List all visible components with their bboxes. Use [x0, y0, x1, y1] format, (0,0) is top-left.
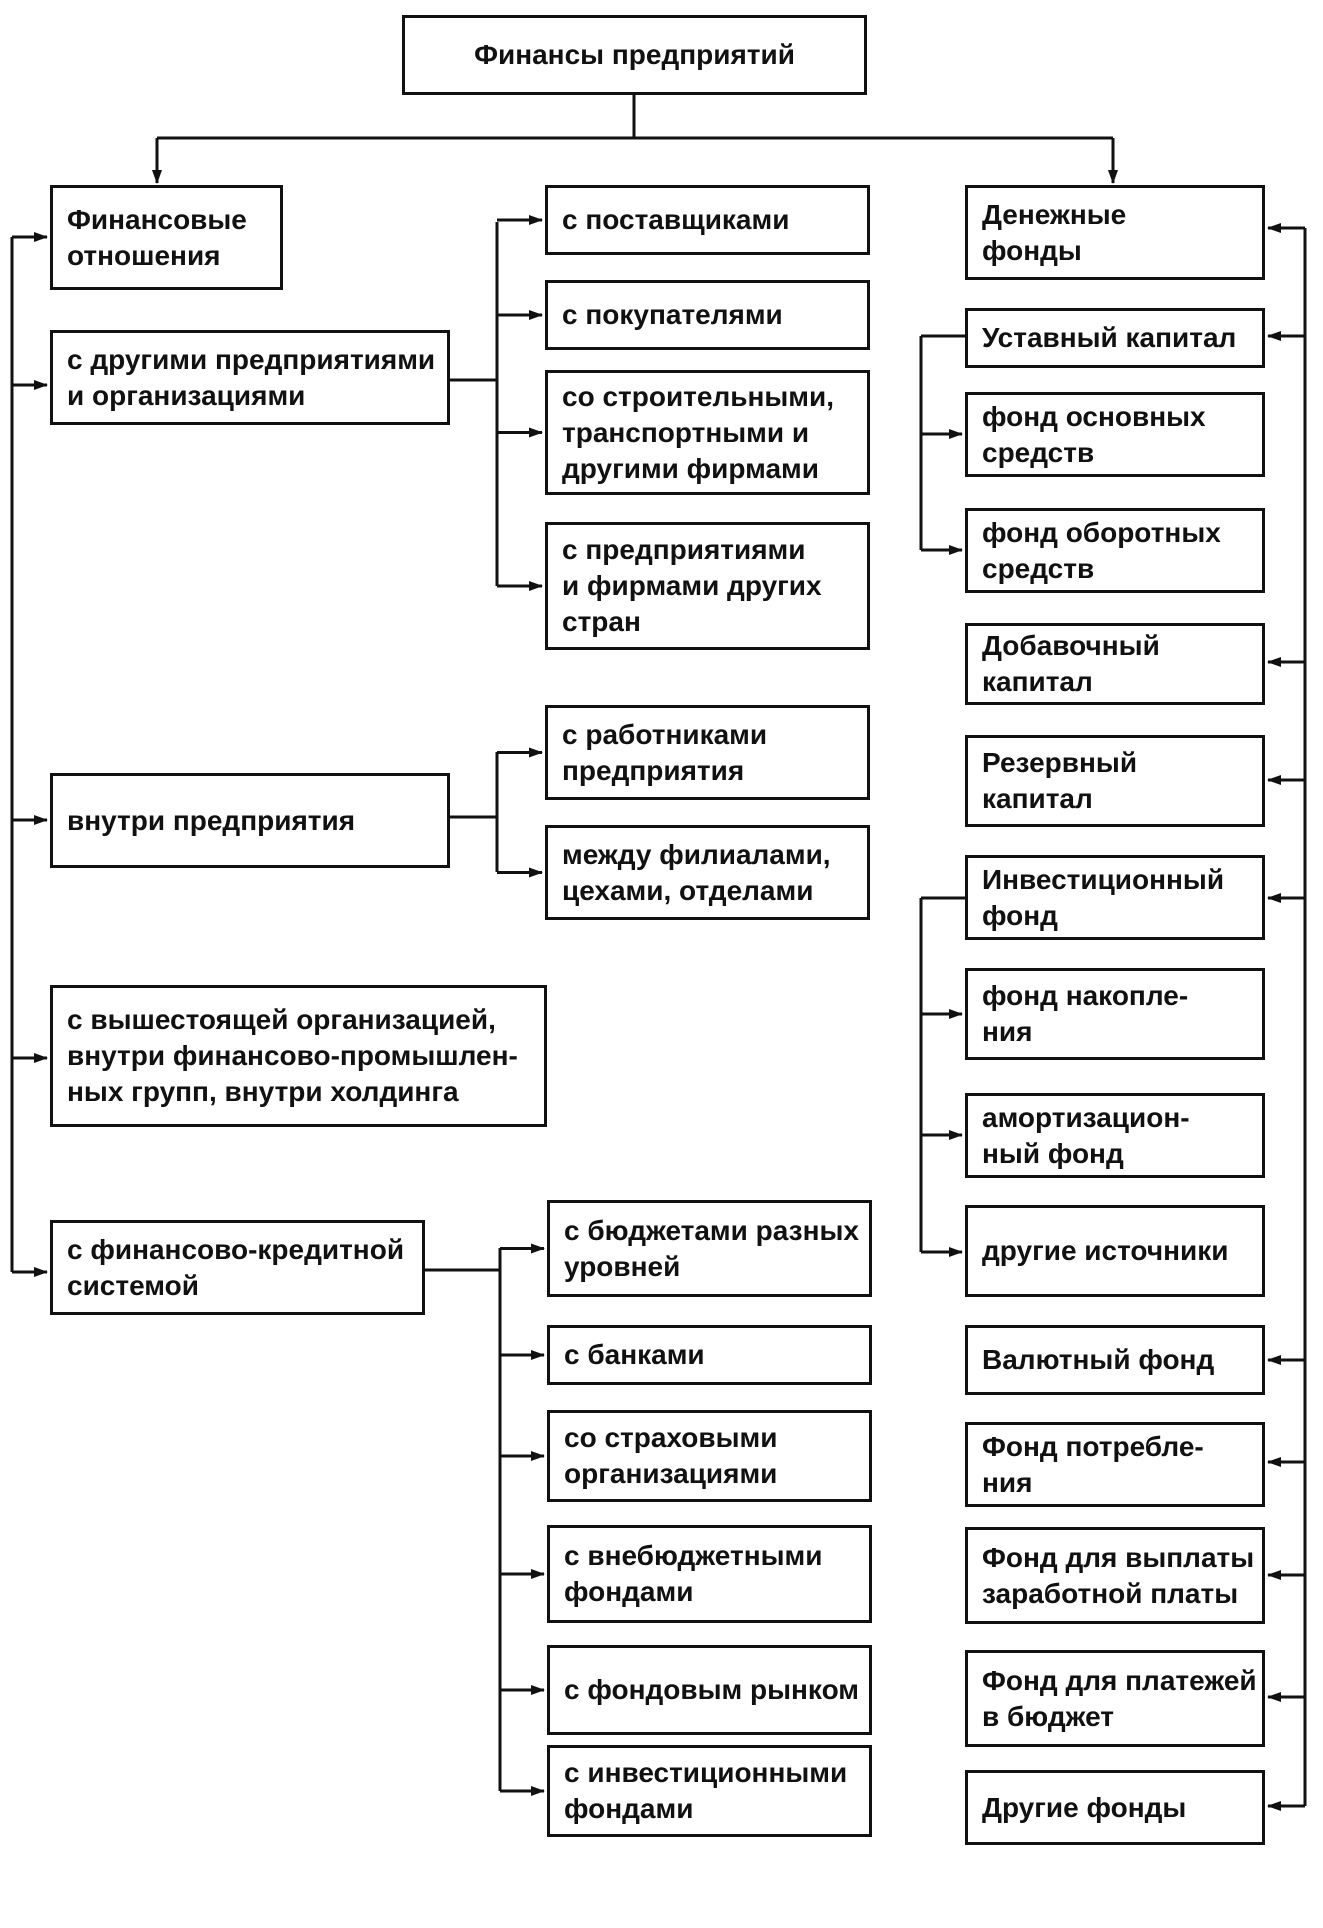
- rel-financial-item-line: фондами: [564, 1793, 694, 1824]
- fund-charter-line: Уставный капитал: [982, 322, 1237, 353]
- fund-investment-sub-line: ния: [982, 1016, 1033, 1047]
- fund-other: Фонд потребле-ния: [965, 1422, 1265, 1507]
- fund-other: Другие фонды: [965, 1770, 1265, 1845]
- fund-investment: Инвестиционный фонд: [965, 855, 1265, 940]
- fund-charter-sub-line: средств: [982, 552, 1095, 584]
- rel-enterprises-item-line: с предприятиями: [562, 534, 806, 565]
- rel-internal-line: внутри предприятия: [67, 804, 356, 836]
- fund-reserve: Резервный капитал: [965, 735, 1265, 827]
- fund-other: Фонд для платежей в бюджет: [965, 1650, 1265, 1747]
- rel-internal-item-line: предприятия: [562, 754, 745, 786]
- relations-title: Финансовые отношения: [50, 185, 283, 290]
- rel-internal-item-line: цехами, отделами: [562, 874, 814, 906]
- relations-title-line: отношения: [67, 239, 221, 271]
- rel-internal-item: между филиалами, цехами, отделами: [545, 825, 870, 920]
- fund-charter: Уставный капитал: [965, 308, 1265, 368]
- rel-higher-line: с вышестоящей организацией,: [67, 1004, 496, 1035]
- funds-title-line: фонды: [982, 234, 1082, 266]
- fund-other-line: Фонд для выплаты: [982, 1541, 1255, 1573]
- rel-enterprises-item-line: транспортными и: [562, 416, 810, 448]
- rel-enterprises-item: с предприятиями и фирмами других стран: [545, 522, 870, 650]
- rel-higher: с вышестоящей организацией, внутри финанс…: [50, 985, 547, 1127]
- fund-charter-sub: фонд основных средств: [965, 392, 1265, 477]
- rel-financial-item: с инвестиционными фондами: [547, 1745, 872, 1837]
- fund-charter-sub: фонд оборотных средств: [965, 508, 1265, 593]
- rel-enterprises-item: со строительными, транспортными и другими …: [545, 370, 870, 495]
- fund-investment-line: Инвестиционный: [982, 863, 1225, 895]
- rel-enterprises-item-line: другими фирмами: [562, 452, 819, 484]
- root-box-line: Финансы предприятий: [474, 39, 795, 70]
- rel-financial-item: с банками: [547, 1325, 872, 1385]
- fund-other-line: Фонд потребле-: [982, 1430, 1204, 1462]
- rel-internal: внутри предприятия: [50, 773, 450, 868]
- rel-internal-item-line: с работниками: [562, 718, 768, 750]
- funds-title: Денежные фонды: [965, 185, 1265, 280]
- rel-enterprises-item: с покупателями: [545, 280, 870, 350]
- rel-higher-line: ных групп, внутри холдинга: [67, 1076, 459, 1107]
- fund-other-line: ния: [982, 1466, 1033, 1498]
- rel-enterprises-item-line: с поставщиками: [562, 204, 790, 235]
- rel-financial-item-line: уровней: [564, 1250, 681, 1282]
- fund-charter-sub-line: фонд основных: [982, 400, 1206, 432]
- fund-investment-sub: фонд накопле-ния: [965, 968, 1265, 1060]
- rel-financial-line: с финансово-кредитной: [67, 1233, 405, 1265]
- fund-charter-sub-line: фонд оборотных: [982, 516, 1221, 548]
- rel-enterprises-line: и организациями: [67, 379, 306, 411]
- fund-investment-sub-line: ный фонд: [982, 1137, 1124, 1169]
- fund-other-line: Фонд для платежей: [982, 1664, 1257, 1696]
- fund-charter-sub-line: средств: [982, 436, 1095, 468]
- rel-financial-item-line: с фондовым рынком: [564, 1674, 860, 1705]
- rel-financial-item-line: фондами: [564, 1576, 694, 1607]
- rel-financial-item-line: со страховыми: [564, 1422, 778, 1453]
- fund-investment-sub: амортизацион-ный фонд: [965, 1093, 1265, 1178]
- rel-internal-item-line: между филиалами,: [562, 838, 831, 870]
- rel-enterprises: с другими предприятиями и организациями: [50, 330, 450, 425]
- rel-financial-item: со страховыми организациями: [547, 1410, 872, 1502]
- fund-reserve-line: Резервный: [982, 747, 1138, 778]
- rel-enterprises-line: с другими предприятиями: [67, 343, 436, 375]
- fund-reserve-line: капитал: [982, 783, 1093, 814]
- fund-additional: Добавочный капитал: [965, 623, 1265, 705]
- rel-financial-item: с бюджетами разных уровней: [547, 1200, 872, 1297]
- fund-other-line: в бюджет: [982, 1700, 1115, 1732]
- root-box: Финансы предприятий: [402, 15, 867, 95]
- fund-investment-sub-line: фонд накопле-: [982, 980, 1189, 1011]
- fund-other-line: заработной платы: [982, 1577, 1239, 1609]
- rel-financial-item-line: с внебюджетными: [564, 1540, 823, 1571]
- fund-other: Валютный фонд: [965, 1325, 1265, 1395]
- fund-investment-line: фонд: [982, 899, 1058, 931]
- rel-financial: с финансово-кредитной системой: [50, 1220, 425, 1315]
- rel-enterprises-item-line: стран: [562, 606, 641, 637]
- relations-title-line: Финансовые: [67, 203, 247, 235]
- fund-other: Фонд для выплаты заработной платы: [965, 1527, 1265, 1624]
- fund-other-line: Валютный фонд: [982, 1344, 1215, 1375]
- rel-financial-item-line: организациями: [564, 1458, 778, 1489]
- rel-higher-line: внутри финансово-промышлен-: [67, 1040, 518, 1071]
- fund-other-line: Другие фонды: [982, 1791, 1187, 1823]
- fund-investment-sub: другие источники: [965, 1205, 1265, 1297]
- rel-financial-line: системой: [67, 1269, 199, 1301]
- rel-financial-item: с фондовым рынком: [547, 1645, 872, 1735]
- fund-additional-line: Добавочный: [982, 630, 1160, 661]
- funds-title-line: Денежные: [982, 198, 1127, 230]
- rel-enterprises-item-line: и фирмами других: [562, 570, 822, 601]
- rel-enterprises-item-line: со строительными,: [562, 380, 834, 412]
- rel-financial-item-line: с банками: [564, 1339, 705, 1370]
- rel-financial-item-line: с бюджетами разных: [564, 1214, 859, 1246]
- fund-investment-sub-line: амортизацион-: [982, 1101, 1190, 1133]
- rel-financial-item-line: с инвестиционными: [564, 1757, 848, 1788]
- rel-internal-item: с работниками предприятия: [545, 705, 870, 800]
- fund-investment-sub-line: другие источники: [982, 1235, 1229, 1266]
- rel-financial-item: с внебюджетными фондами: [547, 1525, 872, 1623]
- rel-enterprises-item: с поставщиками: [545, 185, 870, 255]
- fund-additional-line: капитал: [982, 666, 1093, 697]
- rel-enterprises-item-line: с покупателями: [562, 299, 783, 330]
